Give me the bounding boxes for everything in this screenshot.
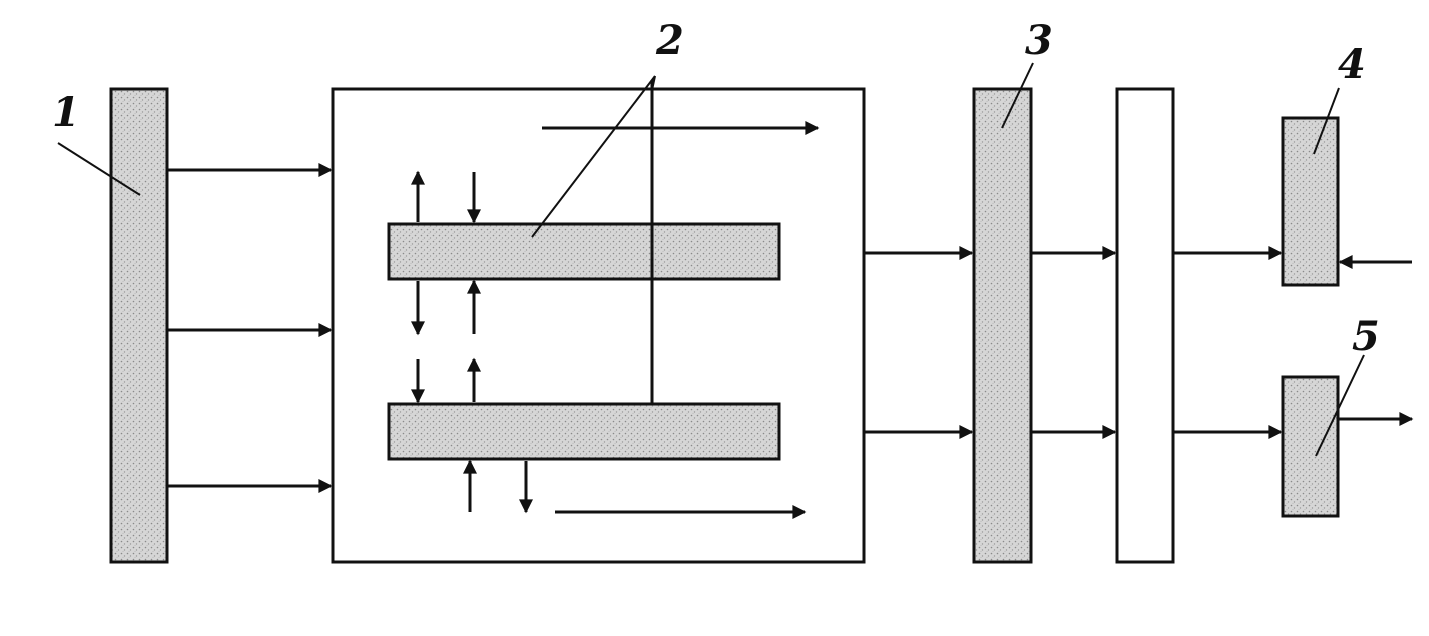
label-3: 3 [1025,17,1053,64]
label-1: 1 [52,89,80,136]
block-1 [109,87,169,564]
blank-block [1115,87,1175,564]
leader-2-to-vertical [651,75,656,91]
leader-3 [1001,62,1034,129]
chamber-box [331,87,866,564]
block-2-upper [387,222,781,281]
block-5 [1281,375,1340,518]
label-4: 4 [1338,41,1366,88]
leader-2-to-upper-bar [531,75,656,238]
block-3 [972,87,1033,564]
block-2-lower [387,402,781,461]
leader-5 [1315,354,1365,457]
block-4 [1281,116,1340,287]
leader-1 [57,142,141,196]
label-5: 5 [1352,313,1380,360]
label-2: 2 [655,17,684,64]
leader-4 [1313,87,1340,155]
